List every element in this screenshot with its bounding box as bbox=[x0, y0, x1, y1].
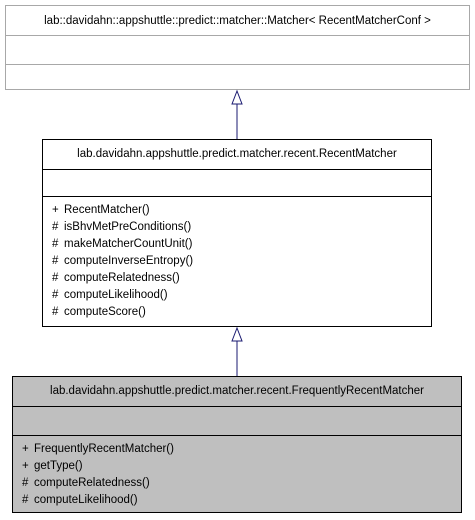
class-operations-recent-matcher: + RecentMatcher() # isBhvMetPreConditions(… bbox=[43, 196, 431, 326]
class-operations-frequently-recent-matcher: + FrequentlyRecentMatcher() + getType() # c… bbox=[13, 435, 461, 512]
operation-name: makeMatcherCountUnit() bbox=[64, 238, 193, 250]
class-attributes-frequently-recent-matcher bbox=[13, 406, 461, 435]
operation-visibility: + bbox=[22, 460, 29, 472]
operation-name: getType() bbox=[34, 460, 83, 472]
operation-visibility: + bbox=[52, 204, 59, 216]
operation-item[interactable]: # computeRelatedness() bbox=[22, 475, 461, 492]
operation-visibility: + bbox=[22, 443, 29, 455]
class-attributes-recent-matcher bbox=[43, 169, 431, 196]
operation-item[interactable]: # computeLikelihood() bbox=[22, 492, 461, 509]
operation-item[interactable]: # computeInverseEntropy() bbox=[52, 253, 431, 270]
operation-name: FrequentlyRecentMatcher() bbox=[34, 443, 174, 455]
operation-item[interactable]: + RecentMatcher() bbox=[52, 202, 431, 219]
operation-item[interactable]: + FrequentlyRecentMatcher() bbox=[22, 441, 461, 458]
class-attributes-matcher bbox=[6, 35, 469, 64]
inheritance-arrow-recent-to-matcher bbox=[231, 89, 243, 139]
operation-visibility: # bbox=[52, 255, 59, 267]
operation-item[interactable]: # isBhvMetPreConditions() bbox=[52, 219, 431, 236]
operation-name: computeRelatedness() bbox=[64, 272, 180, 284]
class-box-matcher[interactable]: lab::davidahn::appshuttle::predict::matc… bbox=[5, 5, 470, 90]
operation-visibility: # bbox=[22, 477, 29, 489]
class-operations-matcher bbox=[6, 64, 469, 91]
operation-visibility: # bbox=[52, 289, 59, 301]
operation-visibility: # bbox=[52, 238, 59, 250]
class-box-recent-matcher[interactable]: lab.davidahn.appshuttle.predict.matcher.… bbox=[42, 139, 432, 327]
operation-name: computeRelatedness() bbox=[34, 477, 150, 489]
operation-item[interactable]: + getType() bbox=[22, 458, 461, 475]
operation-visibility: # bbox=[52, 272, 59, 284]
operation-name: computeLikelihood() bbox=[64, 289, 168, 301]
class-box-frequently-recent-matcher[interactable]: lab.davidahn.appshuttle.predict.matcher.… bbox=[12, 376, 462, 513]
operation-visibility: # bbox=[52, 221, 59, 233]
operation-name: RecentMatcher() bbox=[64, 204, 150, 216]
class-name-recent-matcher: lab.davidahn.appshuttle.predict.matcher.… bbox=[77, 148, 397, 160]
operation-visibility: # bbox=[52, 306, 59, 318]
operation-name: computeScore() bbox=[64, 306, 146, 318]
class-name-matcher: lab::davidahn::appshuttle::predict::matc… bbox=[44, 15, 431, 27]
operation-item[interactable]: # makeMatcherCountUnit() bbox=[52, 236, 431, 253]
operation-name: computeLikelihood() bbox=[34, 494, 138, 506]
operation-visibility: # bbox=[22, 494, 29, 506]
class-name-frequently-recent-matcher: lab.davidahn.appshuttle.predict.matcher.… bbox=[50, 385, 424, 397]
operation-item[interactable]: # computeLikelihood() bbox=[52, 287, 431, 304]
operation-name: isBhvMetPreConditions() bbox=[64, 221, 192, 233]
operation-item[interactable]: # computeScore() bbox=[52, 304, 431, 321]
inheritance-arrow-frequently-to-recent bbox=[231, 326, 243, 376]
operation-item[interactable]: # computeRelatedness() bbox=[52, 270, 431, 287]
operation-name: computeInverseEntropy() bbox=[64, 255, 194, 267]
